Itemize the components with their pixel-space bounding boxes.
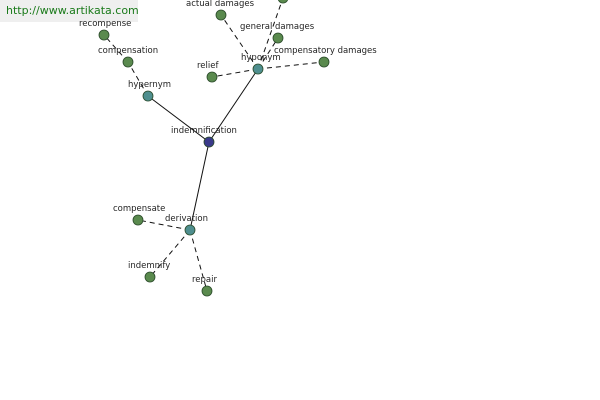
graph-labels: indemnification hypernym hyponym derivation…	[79, 0, 377, 285]
graph-edges	[103, 0, 325, 292]
label-hypernym: hypernym	[128, 80, 171, 90]
edge-compensation-to-recompense	[103, 34, 129, 63]
label-repair: repair	[192, 275, 218, 285]
label-hyponym: hyponym	[241, 53, 281, 63]
node-hyponym[interactable]	[252, 63, 264, 75]
edge-hyponym-to-offscreen-leaf	[257, 0, 283, 70]
node-general-damages[interactable]	[272, 32, 284, 44]
node-repair[interactable]	[201, 285, 213, 297]
node-compensate[interactable]	[132, 214, 144, 226]
edge-hypernym-to-compensation	[127, 61, 149, 97]
node-recompense[interactable]	[98, 29, 110, 41]
node-indemnify[interactable]	[144, 271, 156, 283]
site-watermark: http://www.artikata.com	[0, 0, 139, 22]
label-compensatory-damages: compensatory damages	[274, 46, 377, 56]
node-compensation[interactable]	[122, 56, 134, 68]
node-compensatory-damages[interactable]	[318, 56, 330, 68]
graph-nodes	[98, 0, 330, 297]
label-compensate: compensate	[113, 204, 165, 214]
label-relief: relief	[197, 61, 219, 71]
label-derivation: derivation	[165, 214, 208, 224]
label-indemnify: indemnify	[128, 261, 170, 271]
label-compensation: compensation	[98, 46, 158, 56]
label-actual-damages: actual damages	[186, 0, 255, 9]
node-derivation[interactable]	[184, 224, 196, 236]
edge-hyponym-to-compensatory-damages	[257, 61, 325, 70]
edge-hyponym-to-general-damages	[257, 37, 279, 70]
node-actual-damages[interactable]	[215, 9, 227, 21]
label-recompense: recompense	[79, 19, 131, 29]
edge-hyponym-to-relief	[211, 68, 259, 78]
node-offscreen-leaf[interactable]	[277, 0, 289, 4]
edge-derivation-to-repair	[189, 229, 208, 292]
edge-derivation-to-indemnify	[149, 229, 191, 278]
label-indemnification: indemnification	[171, 126, 237, 136]
edge-indemnification-to-derivation	[189, 141, 210, 231]
label-general-damages: general damages	[240, 22, 315, 32]
edge-hyponym-to-actual-damages	[220, 14, 259, 70]
node-indemnification[interactable]	[203, 136, 215, 148]
edge-indemnification-to-hyponym	[208, 68, 259, 143]
node-hypernym[interactable]	[142, 90, 154, 102]
edge-indemnification-to-hypernym	[147, 95, 210, 143]
node-relief[interactable]	[206, 71, 218, 83]
